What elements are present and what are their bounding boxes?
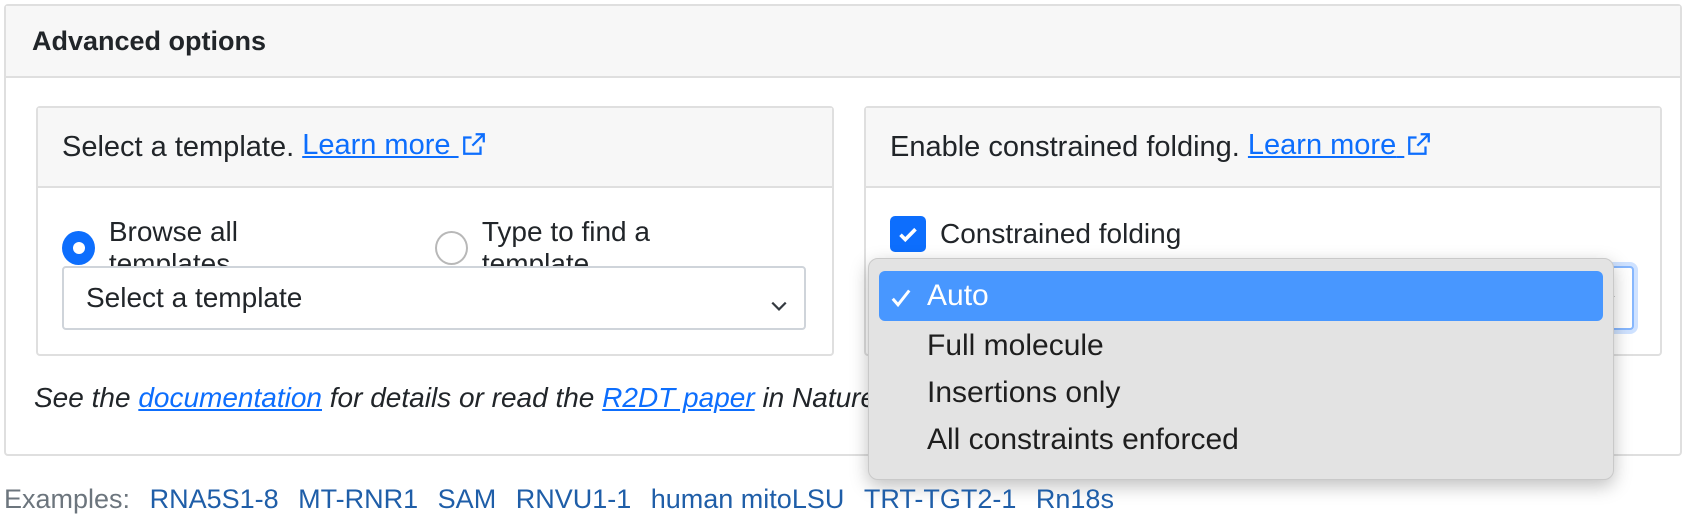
template-panel: Select a template. Learn more Browse all… [36, 106, 834, 356]
folding-learn-more-label: Learn more [1247, 129, 1397, 161]
documentation-link[interactable]: documentation [138, 382, 322, 413]
folding-mode-dropdown-menu: Auto Full molecule Insertions only All c… [868, 258, 1614, 480]
template-learn-more-label: Learn more [302, 129, 451, 161]
dropdown-option-insertions-only[interactable]: Insertions only [879, 368, 1603, 418]
r2dt-paper-link[interactable]: R2DT paper [602, 382, 755, 413]
dropdown-option-all-constraints[interactable]: All constraints enforced [879, 415, 1603, 465]
examples-row: Examples: RNA5S1-8 MT-RNR1 SAM RNVU1-1 h… [4, 484, 1114, 515]
template-header-text: Select a template. [62, 130, 295, 163]
card-title: Advanced options [6, 6, 1680, 78]
example-link[interactable]: RNA5S1-8 [149, 484, 279, 514]
dropdown-option-auto[interactable]: Auto [879, 271, 1603, 321]
checkmark-icon [889, 284, 913, 318]
example-link[interactable]: RNVU1-1 [515, 484, 632, 514]
constrained-folding-checkbox[interactable] [890, 216, 926, 252]
template-learn-more-link[interactable]: Learn more [302, 129, 486, 165]
external-link-icon [1406, 131, 1432, 165]
example-link[interactable]: SAM [437, 484, 497, 514]
examples-label: Examples: [4, 484, 131, 514]
dropdown-option-full-molecule[interactable]: Full molecule [879, 321, 1603, 371]
folding-learn-more-link[interactable]: Learn more [1248, 129, 1432, 165]
advanced-options-card: Advanced options Select a template. Lear… [4, 4, 1682, 456]
checkmark-icon [899, 227, 917, 243]
dropdown-option-label: Full molecule [927, 329, 1104, 362]
constrained-folding-label[interactable]: Constrained folding [940, 218, 1182, 249]
dropdown-option-label: All constraints enforced [927, 423, 1239, 456]
template-select-value: Select a template [86, 282, 303, 313]
template-panel-header: Select a template. Learn more [38, 108, 832, 188]
chevron-down-icon [770, 290, 788, 322]
documentation-note: See the documentation for details or rea… [34, 382, 876, 414]
folding-panel-header: Enable constrained folding. Learn more [866, 108, 1660, 188]
note-suffix: in Nature [754, 382, 877, 413]
external-link-icon [461, 131, 487, 165]
folding-header-text: Enable constrained folding. [890, 130, 1240, 163]
dropdown-option-label: Auto [927, 279, 989, 312]
example-link[interactable]: MT-RNR1 [298, 484, 419, 514]
browse-all-radio[interactable] [62, 231, 95, 265]
note-middle: for details or read the [322, 382, 603, 413]
dropdown-option-label: Insertions only [927, 376, 1121, 409]
example-link[interactable]: human mitoLSU [650, 484, 845, 514]
note-prefix: See the [34, 382, 139, 413]
template-select[interactable]: Select a template [62, 266, 806, 330]
constrained-folding-row: Constrained folding [890, 216, 1181, 252]
type-to-find-label[interactable]: Type to find a template [481, 216, 650, 279]
example-link[interactable]: TRT-TGT2-1 [863, 484, 1017, 514]
example-link[interactable]: Rn18s [1035, 484, 1114, 514]
type-to-find-radio[interactable] [435, 231, 468, 265]
